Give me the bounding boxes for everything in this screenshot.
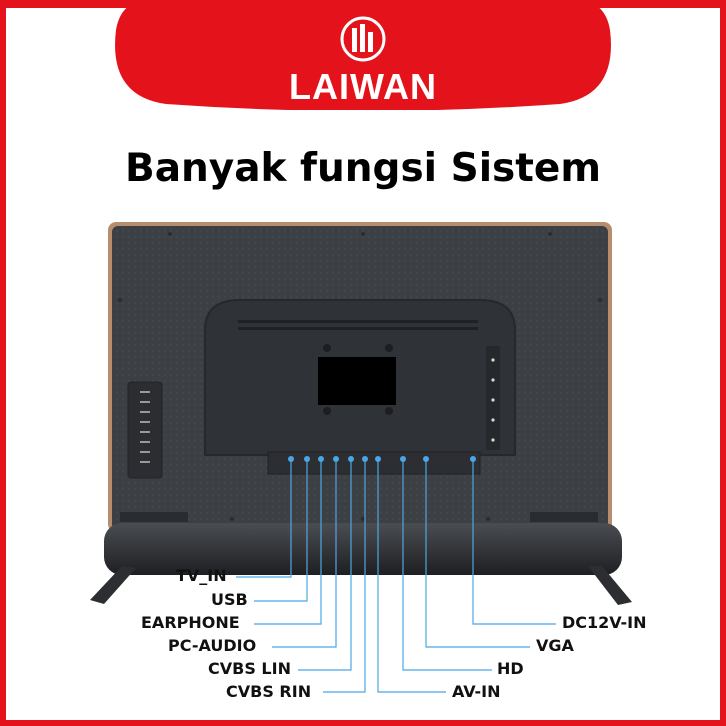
port-label-cvbs-rin: CVBS RIN — [226, 682, 312, 701]
bottom-port-bar — [267, 451, 481, 475]
port-label-pc-audio: PC-AUDIO — [168, 636, 257, 655]
laiwan-logo-icon — [340, 16, 386, 62]
port-label-earphone: EARPHONE — [141, 613, 240, 632]
port-label-cvbs-lin: CVBS LIN — [208, 659, 291, 678]
page-title: Banyak fungsi Sistem — [124, 146, 602, 191]
port-label-dc12v-in: DC12V-IN — [562, 613, 647, 632]
callout-lines — [236, 459, 556, 693]
vent-grille — [238, 320, 478, 330]
port-label-tv-in: TV_IN — [176, 566, 227, 585]
label-patch — [318, 357, 396, 405]
button-module — [127, 381, 163, 479]
soundbar — [104, 523, 622, 575]
right-stand-foot — [588, 566, 632, 605]
port-label-av-in: AV-IN — [452, 682, 501, 701]
port-label-hd: HD — [497, 659, 524, 678]
connector-dots — [288, 456, 476, 462]
brand-name: LAIWAN — [289, 66, 437, 107]
port-label-vga: VGA — [536, 636, 574, 655]
left-stand-foot — [90, 566, 136, 604]
port-label-usb: USB — [211, 590, 248, 609]
brand-banner — [0, 0, 726, 110]
